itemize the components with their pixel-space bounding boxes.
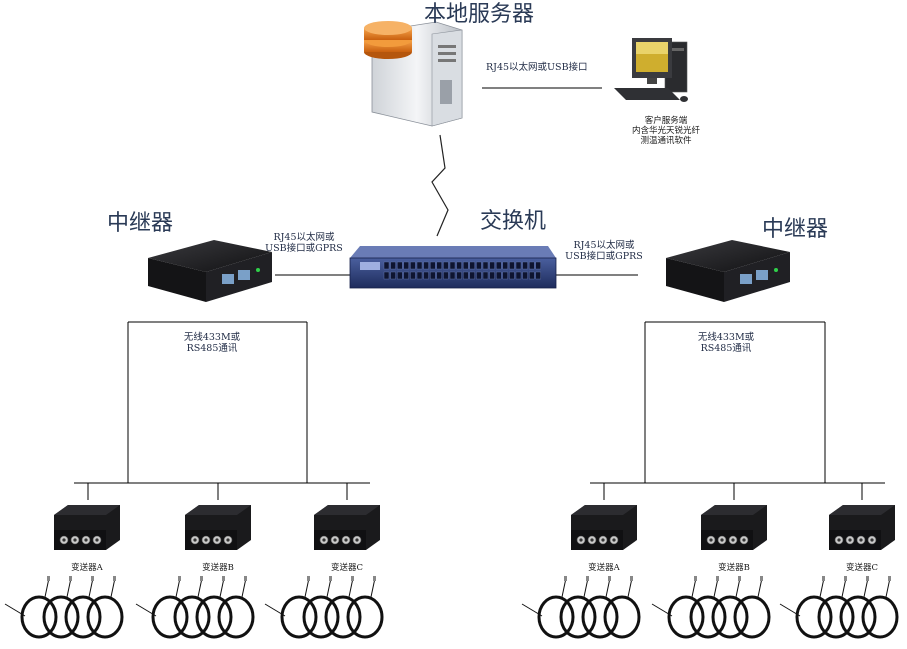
right-link-line1: RJ45以太网或 bbox=[573, 240, 635, 251]
client-label-line2: 内含华光天锐光纤 bbox=[631, 126, 700, 137]
repeater-left-title: 中继器 bbox=[107, 211, 174, 236]
switch-title: 交换机 bbox=[480, 209, 547, 234]
server-link-label: RJ45以太网或USB接口 bbox=[486, 62, 588, 73]
client-label: 客户服务端 内含华光天锐光纤 测温通讯软件 bbox=[616, 116, 716, 147]
repeater-left bbox=[148, 240, 272, 302]
left-wireless-label: 无线433M或 RS485通讯 bbox=[172, 332, 252, 355]
switch-icon bbox=[349, 246, 557, 289]
right-wireless-line2: RS485通讯 bbox=[700, 343, 752, 355]
right-link-line2: USB接口或GPRS bbox=[565, 251, 643, 263]
left-wireless-line1: 无线433M或 bbox=[183, 332, 241, 343]
left-link-line1: RJ45以太网或 bbox=[273, 232, 335, 243]
connection-lines bbox=[74, 87, 885, 500]
left-wireless-line2: RS485通讯 bbox=[186, 343, 238, 355]
left-link-label: RJ45以太网或 USB接口或GPRS bbox=[262, 232, 346, 255]
left-link-line2: USB接口或GPRS bbox=[265, 243, 343, 255]
transmitter-label: 变送器A bbox=[588, 563, 620, 573]
transmitter-icon bbox=[571, 505, 637, 550]
transmitter-icon bbox=[185, 505, 251, 550]
computer-icon bbox=[614, 38, 688, 102]
transmitter-icon bbox=[314, 505, 380, 550]
client-label-line1: 客户服务端 bbox=[644, 116, 688, 126]
right-link-label: RJ45以太网或 USB接口或GPRS bbox=[562, 240, 646, 263]
repeater-right-title: 中继器 bbox=[762, 217, 829, 242]
server-title: 本地服务器 bbox=[424, 2, 535, 27]
transmitter-label: 变送器B bbox=[202, 563, 234, 573]
transmitter-label: 变送器A bbox=[71, 563, 103, 573]
server-icon bbox=[364, 21, 463, 127]
fiber-coil-icon bbox=[651, 576, 771, 639]
fiber-coil-icon bbox=[264, 576, 384, 639]
transmitter-icon bbox=[701, 505, 767, 550]
server-switch-link bbox=[431, 134, 449, 237]
transmitter-icon bbox=[54, 505, 120, 550]
transmitter-icon bbox=[829, 505, 895, 550]
fiber-coil-icon bbox=[135, 576, 255, 639]
right-wireless-line1: 无线433M或 bbox=[697, 332, 755, 343]
database-icon bbox=[364, 21, 412, 59]
fiber-coil-icon bbox=[521, 576, 641, 639]
transmitter-label: 变送器C bbox=[845, 563, 878, 573]
client-label-line3: 测温通讯软件 bbox=[640, 136, 692, 147]
right-wireless-label: 无线433M或 RS485通讯 bbox=[686, 332, 766, 355]
transmitter-label: 变送器B bbox=[718, 563, 750, 573]
fiber-coil-icon bbox=[779, 576, 899, 639]
transmitter-label: 变送器C bbox=[330, 563, 363, 573]
repeater-right bbox=[666, 240, 790, 302]
fiber-coil-icon bbox=[4, 576, 124, 639]
